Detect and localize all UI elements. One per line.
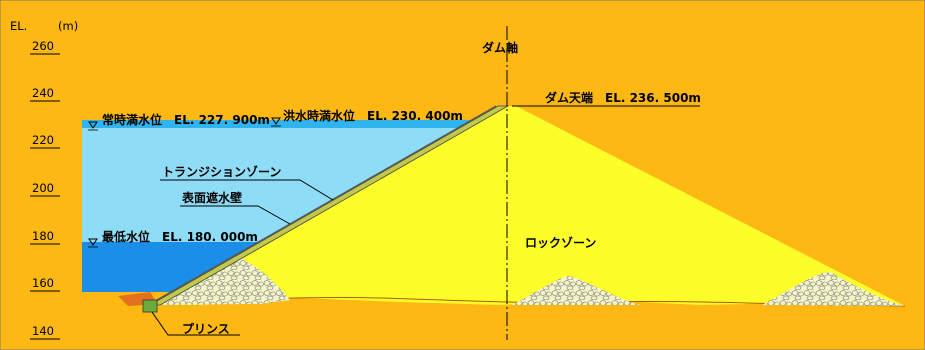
axis-tick: 260 xyxy=(32,39,54,53)
dam-axis-label: ダム軸 xyxy=(482,40,518,55)
face-slab-label: 表面遮水壁 xyxy=(181,190,242,205)
axis-tick: 240 xyxy=(32,86,54,100)
rock-fill-downstream xyxy=(762,272,905,306)
flood-water-level-label: 洪水時満水位 EL. 230. 400m xyxy=(283,108,463,123)
reservoir-flood-band xyxy=(82,120,502,128)
rock-fill-center xyxy=(512,276,640,305)
axis-tick: 140 xyxy=(32,324,54,338)
low-water-marker-icon xyxy=(88,238,98,248)
axis-tick: 200 xyxy=(32,181,54,195)
crest-label: ダム天端 EL. 236. 500m xyxy=(545,90,701,105)
transition-zone-leader xyxy=(160,179,334,201)
rock-fill-upstream xyxy=(150,255,290,305)
plinth-block xyxy=(142,299,158,313)
rock-zone-label: ロックゾーン xyxy=(525,235,596,250)
low-water-level-label: 最低水位 EL. 180. 000m xyxy=(102,229,258,244)
plinth-label: プリンス xyxy=(182,321,230,336)
flood-level-marker-icon xyxy=(271,117,281,127)
axis-title: EL. xyxy=(10,19,27,33)
axis-tick: 220 xyxy=(32,133,54,147)
normal-water-level-label: 常時満水位 EL. 227. 900m xyxy=(102,112,270,127)
axis-tick: 180 xyxy=(32,229,54,243)
face-slab xyxy=(147,105,497,306)
water-level-marker-icon xyxy=(88,121,98,131)
face-slab-leader xyxy=(180,205,291,225)
axis-tick: 160 xyxy=(32,276,54,290)
axis-ticks: 260 240 220 200 180 160 140 xyxy=(30,39,60,340)
transition-zone-label: トランジションゾーン xyxy=(162,164,281,179)
axis-unit: (m) xyxy=(58,19,78,33)
rock-zone-body xyxy=(150,106,905,306)
plinth-leader xyxy=(151,311,240,336)
